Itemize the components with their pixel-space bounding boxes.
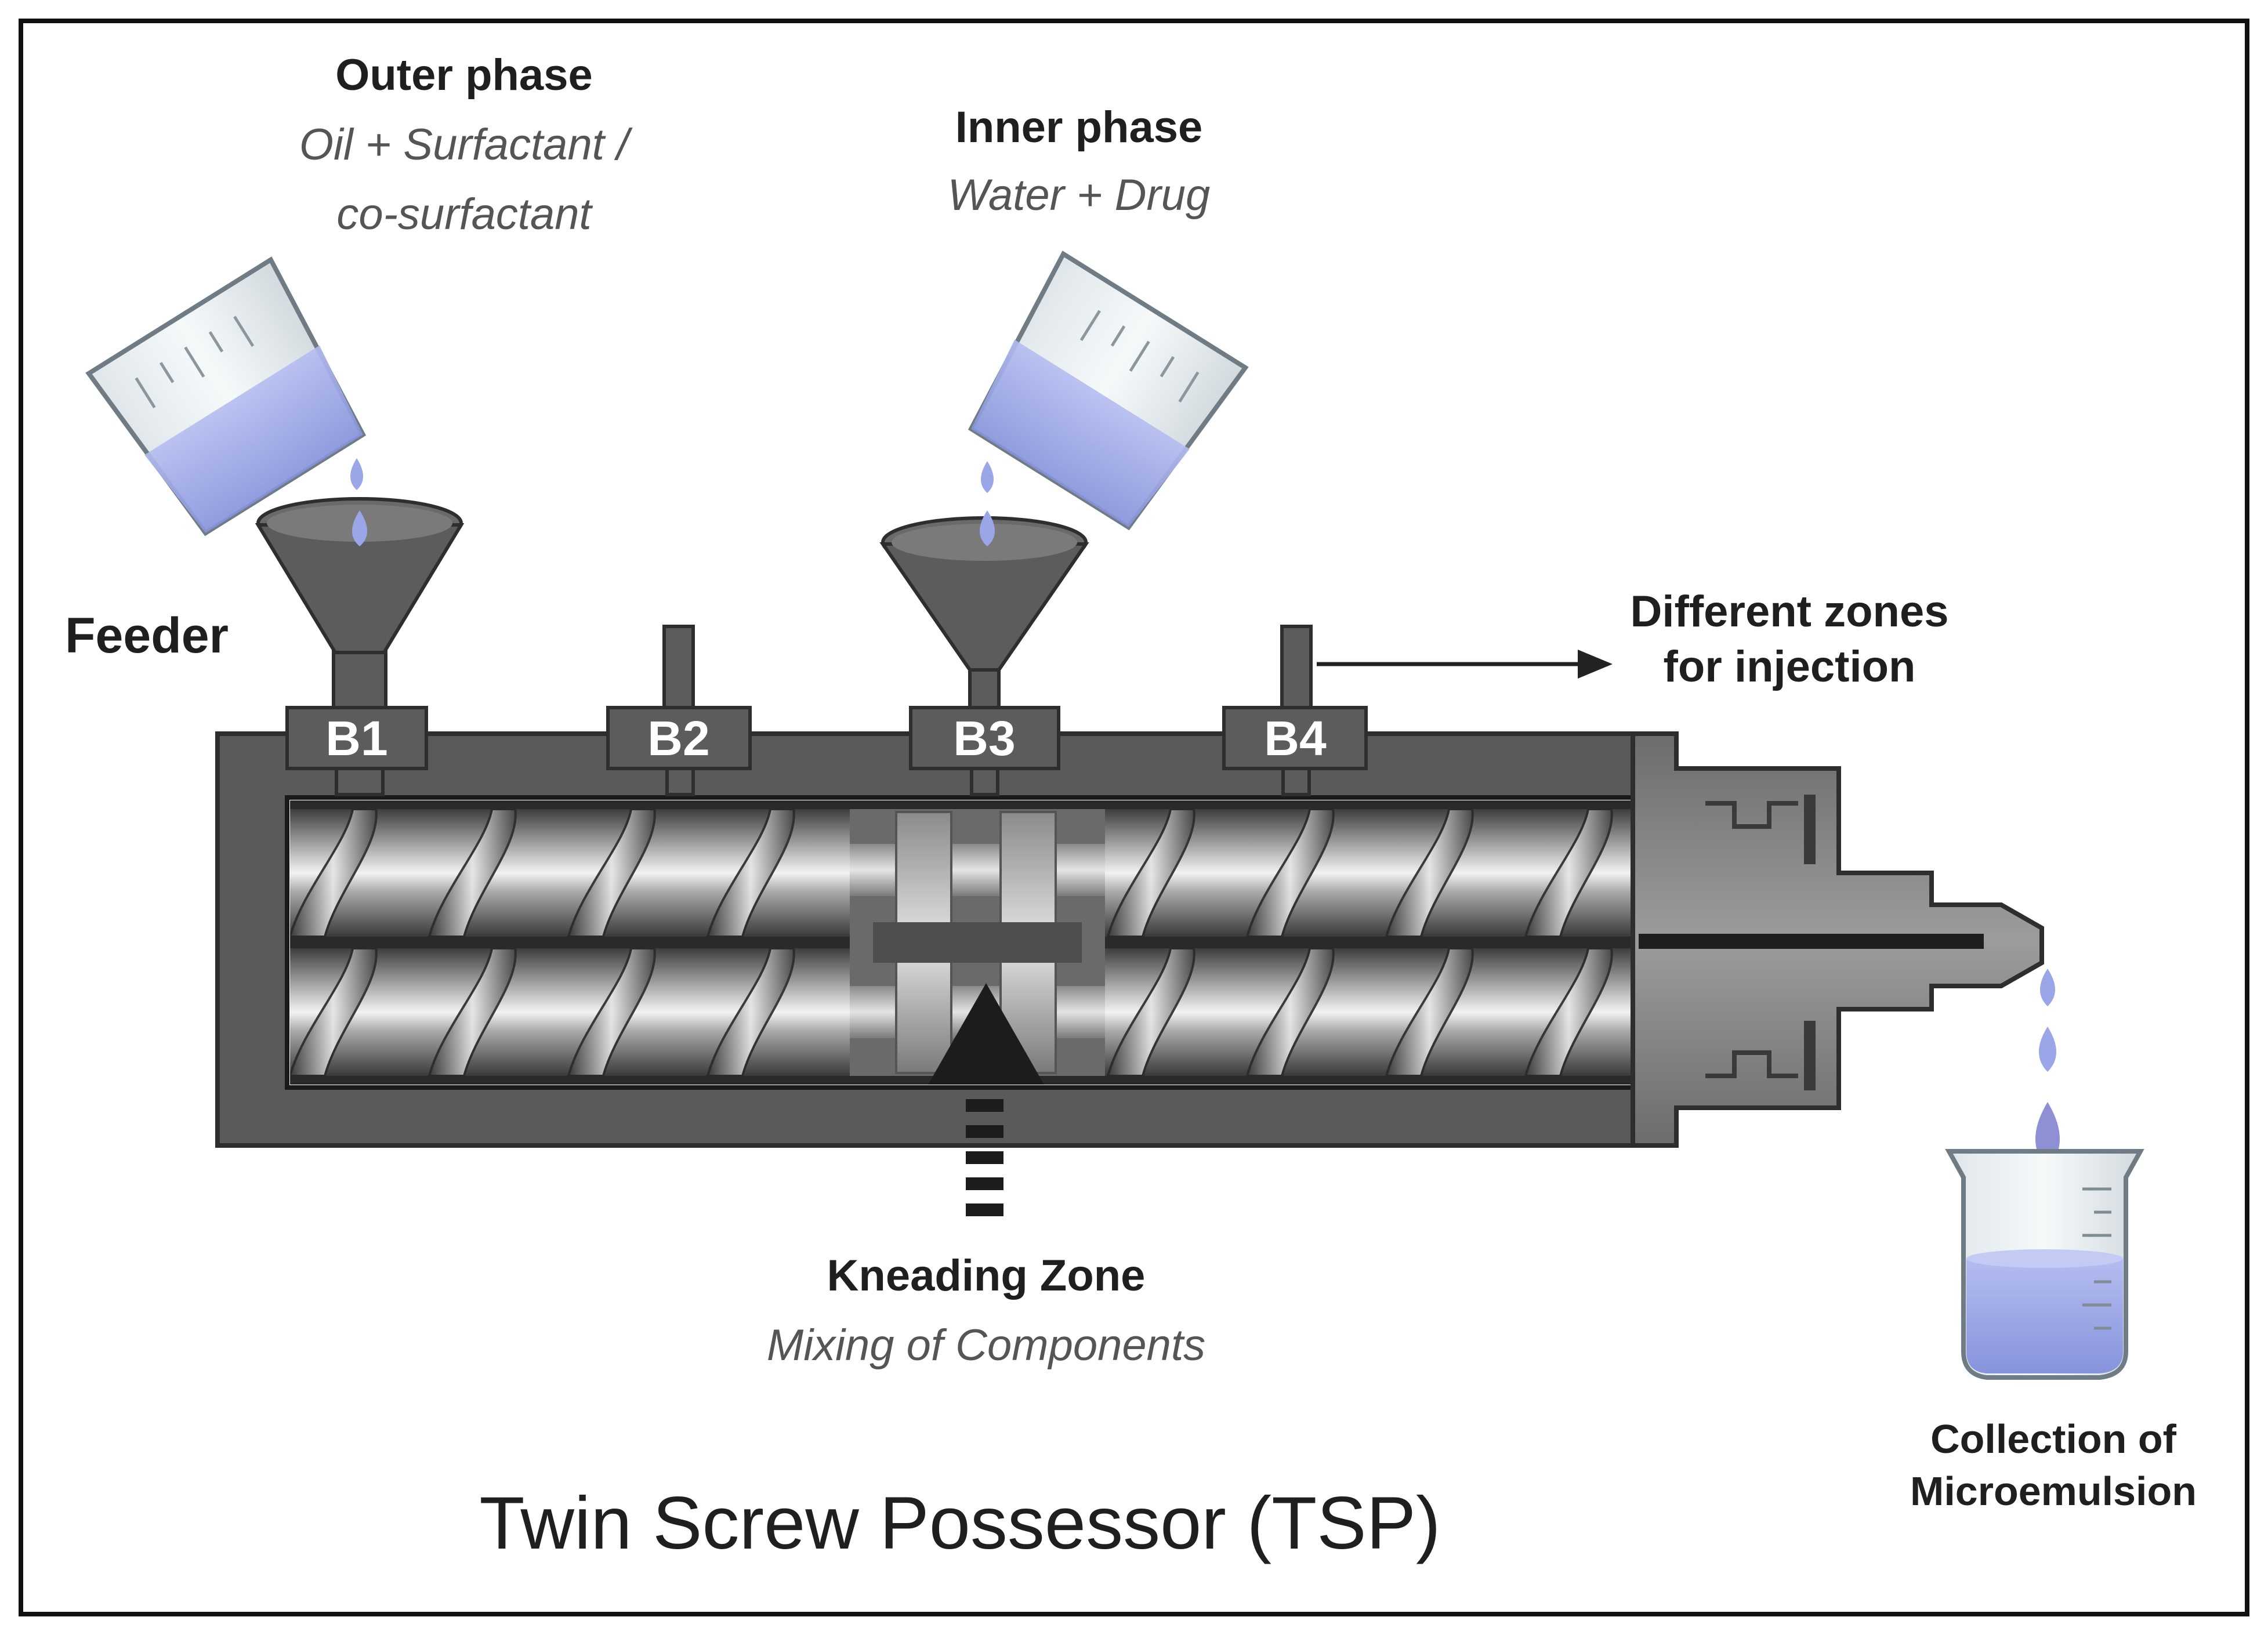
port-b4-label: B4 <box>1264 711 1327 766</box>
kneading-zone-title: Kneading Zone <box>827 1251 1146 1300</box>
port-b3-label: B3 <box>953 711 1015 766</box>
screw-flight <box>567 808 656 938</box>
droplets-inner-phase <box>980 461 995 546</box>
lower-screw-flights <box>290 947 1613 1077</box>
extruder-die <box>1631 731 2044 1148</box>
zones-label-line1: Different zones <box>1631 587 1949 636</box>
port-b4-box <box>1222 706 1368 770</box>
outer-phase-line1: Oil + Surfactant / <box>299 120 633 169</box>
screw-flight <box>427 808 517 938</box>
outer-phase-beaker-icon <box>85 256 367 536</box>
kneading-block <box>850 809 1105 1076</box>
screw-flight <box>1524 808 1613 938</box>
screw-flight <box>1385 808 1474 938</box>
upper-screw-flights <box>290 808 1613 938</box>
inner-phase-beaker-icon <box>968 251 1249 531</box>
main-title: Twin Screw Possessor (TSP) <box>479 1482 1440 1565</box>
injection-ports: B1 B2 B3 B4 <box>285 625 1368 796</box>
port-b1-box <box>285 706 428 770</box>
collection-label-line1: Collection of <box>1930 1416 2177 1462</box>
collection-label-line2: Microemulsion <box>1910 1469 2197 1514</box>
screw-flight <box>706 947 795 1077</box>
port-b2-box <box>606 706 752 770</box>
screw-flight <box>290 808 378 938</box>
screw-flight <box>1106 808 1195 938</box>
twin-screws <box>290 800 1633 1085</box>
port-b2-label: B2 <box>647 711 709 766</box>
figure-frame <box>19 19 2249 1616</box>
screw-flight <box>290 947 378 1077</box>
output-droplets <box>2035 969 2060 1169</box>
collection-beaker-icon <box>1945 1149 2144 1380</box>
screw-flight <box>1524 947 1613 1077</box>
outer-phase-line2: co-surfactant <box>336 190 593 239</box>
inner-phase-title: Inner phase <box>955 103 1203 152</box>
screw-flight <box>1106 947 1195 1077</box>
outer-phase-title: Outer phase <box>335 50 592 100</box>
kneading-zone-subtitle: Mixing of Components <box>767 1321 1205 1370</box>
screw-flight <box>567 947 656 1077</box>
inner-phase-line1: Water + Drug <box>948 171 1211 220</box>
feeder-label: Feeder <box>65 608 229 664</box>
port-b3-box <box>909 706 1060 770</box>
port-b1-label: B1 <box>325 711 387 766</box>
zones-arrow <box>1317 650 1613 679</box>
zones-label-line2: for injection <box>1664 642 1916 691</box>
screw-flight <box>1385 947 1474 1077</box>
screw-flight <box>706 808 795 938</box>
screw-flight <box>1245 808 1335 938</box>
droplets-outer-phase <box>350 458 367 546</box>
screw-flight <box>1245 947 1335 1077</box>
screw-flight <box>427 947 517 1077</box>
kneading-zone-arrow <box>928 983 1044 1216</box>
